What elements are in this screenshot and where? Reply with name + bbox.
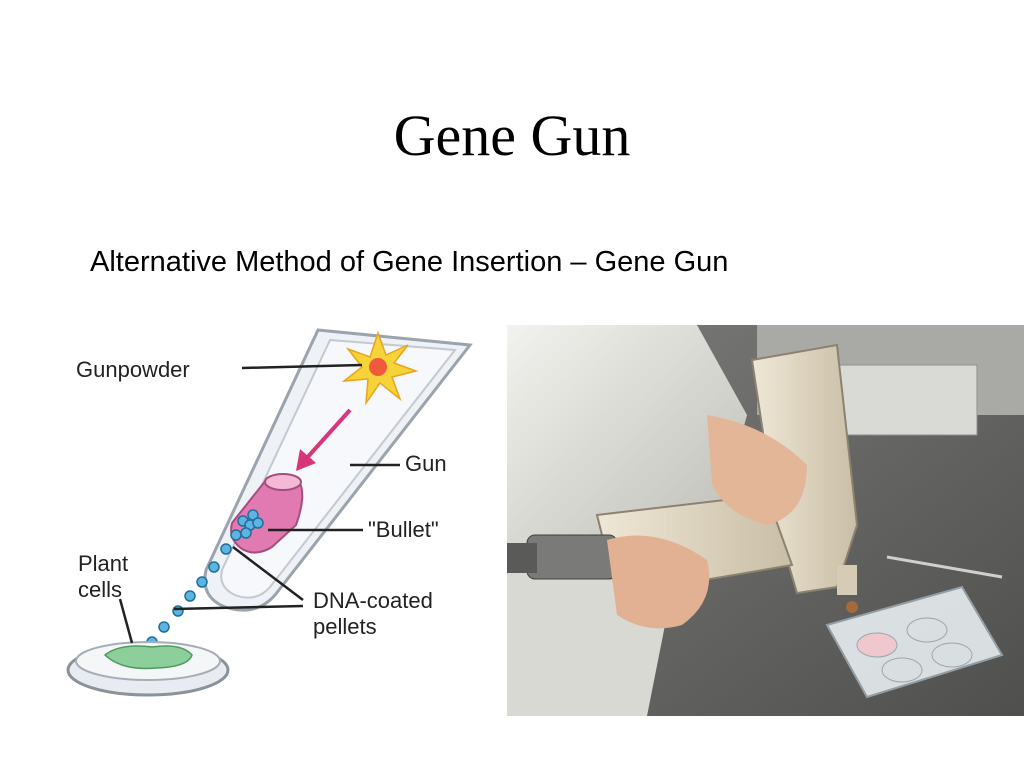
label-bullet: "Bullet" <box>368 517 439 542</box>
arrow-icon <box>296 408 352 471</box>
petri-dish <box>66 641 230 697</box>
gene-gun-diagram: Gunpowder Gun "Bullet" Plant cells DNA-c… <box>66 328 473 697</box>
label-gunpowder: Gunpowder <box>76 357 190 382</box>
bullet-text: Alternative Method of Gene Insertion – G… <box>90 246 729 278</box>
slide-title: Gene Gun <box>393 103 631 168</box>
lab-photo-illustration <box>507 325 1024 716</box>
explosion-icon <box>341 330 419 406</box>
pellet-cluster <box>220 509 264 555</box>
label-dna-line2: pellets <box>313 614 377 639</box>
label-plant-line2: cells <box>78 577 122 602</box>
leader-lines <box>118 363 400 644</box>
label-gun: Gun <box>405 451 447 476</box>
label-plant-line1: Plant <box>78 551 128 576</box>
label-dna-line1: DNA-coated <box>313 588 433 613</box>
lab-photo <box>507 325 1024 716</box>
